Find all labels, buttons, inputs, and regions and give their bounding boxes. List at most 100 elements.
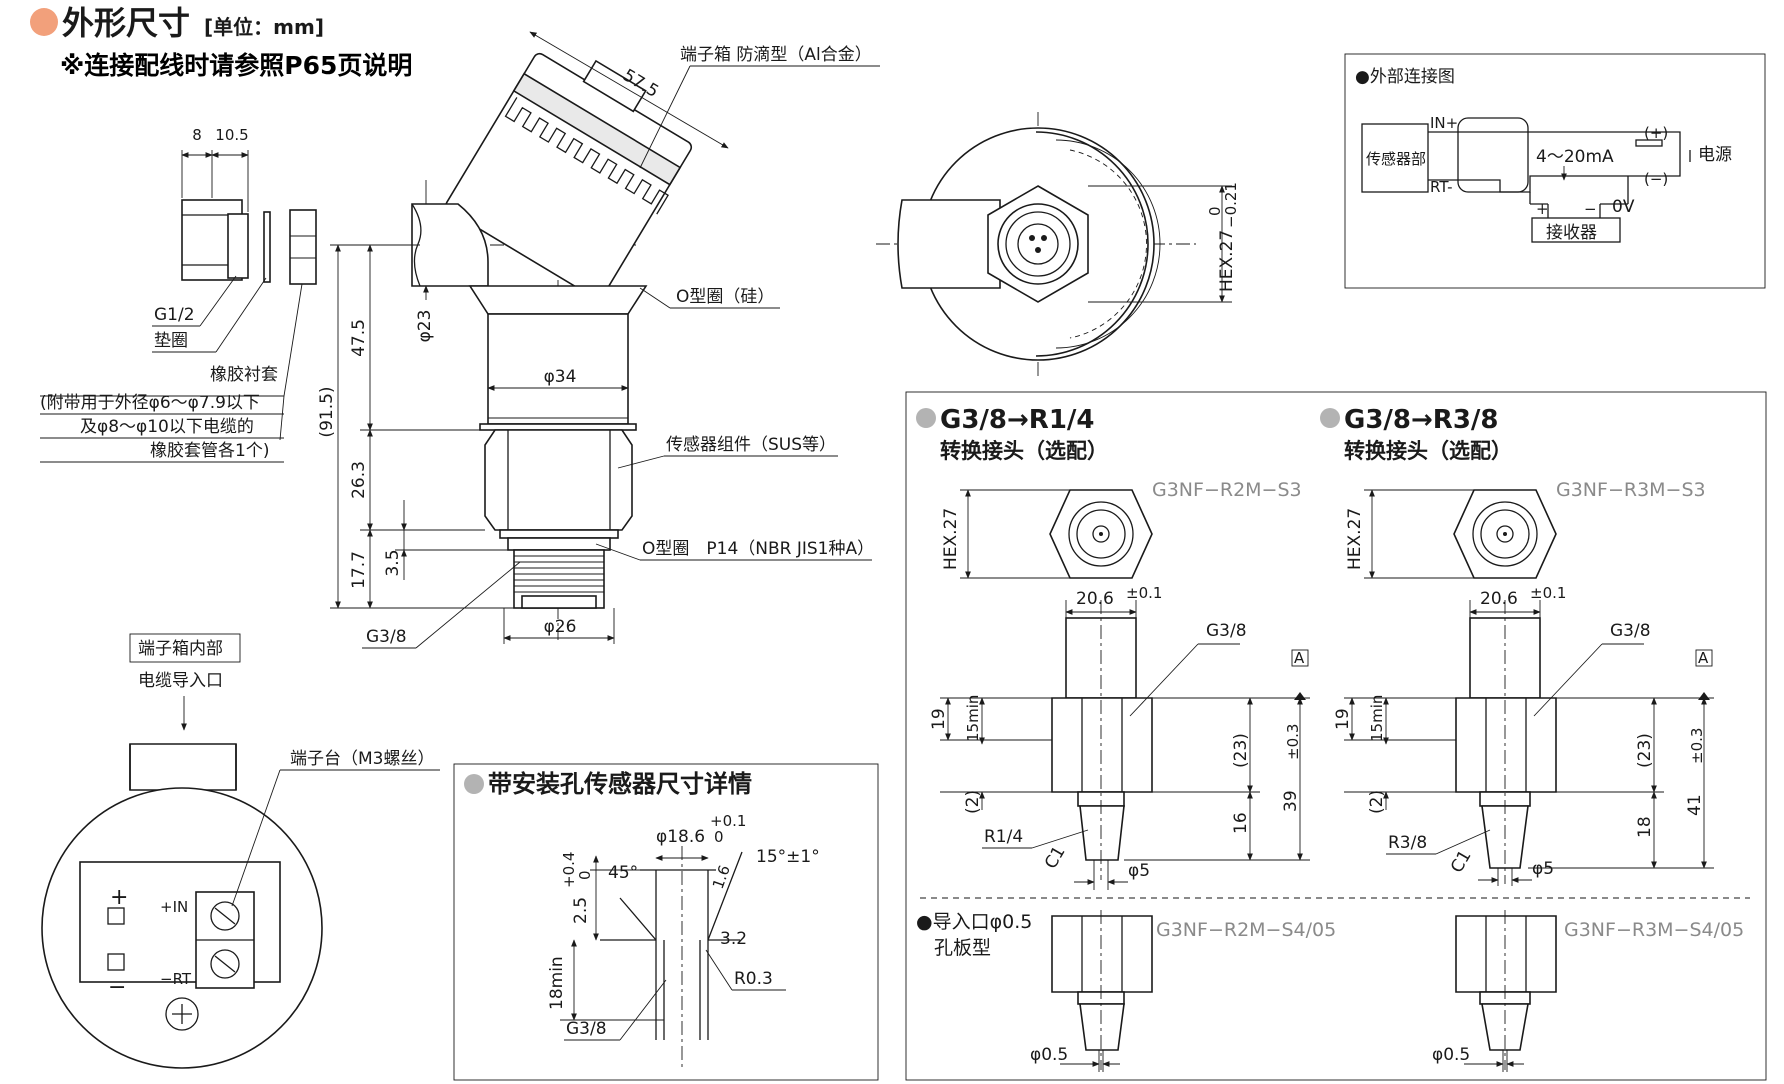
adapter-right-41: 41 [1685, 794, 1705, 816]
dim-10-5: 10.5 [215, 126, 248, 144]
mount-hole-detail: 带安装孔传感器尺寸详情 φ18.6 +0.1 0 45° 15°±1° 1.6 … [453, 763, 879, 1081]
adapter-right-title: G3/8→R3/8 [1344, 405, 1499, 435]
ext-in-plus: IN+ [1430, 114, 1458, 132]
adapter-left-16: 16 [1231, 812, 1251, 834]
adapter-right-subtitle: 转换接头（选配） [1344, 439, 1512, 463]
terminal-box-inside: 端子箱内部 电缆导入口 + − +IN −RT 端子台（M3螺丝） [41, 633, 440, 1069]
label-gasket: 垫圈 [154, 331, 188, 351]
label-sensor-assembly: 传感器组件（SUS等） [666, 435, 836, 455]
adapter-left-a: A [1294, 649, 1305, 667]
label-terminal-box: 端子箱 防滴型（Al合金） [680, 45, 872, 65]
adapters-panel: G3/8→R1/4 转换接头（选配） G3NF−R2M−S3 HEX.27 [905, 391, 1767, 1081]
adapter-right: G3/8→R3/8 转换接头（选配） G3NF−R3M−S3 HEX.27 20… [1320, 405, 1714, 886]
adapter-left-g: G3/8 [1206, 621, 1247, 641]
adapter-right-g: G3/8 [1610, 621, 1651, 641]
mh-2-5: 2.5 [571, 897, 591, 924]
adapter-left-subtitle: 转换接头（选配） [940, 439, 1108, 463]
dim-phi34: φ34 [544, 367, 577, 387]
orifice-phi-right: φ0.5 [1432, 1045, 1470, 1065]
ext-receiver: 接收器 [1546, 223, 1597, 243]
adapter-left-width: 20.6 [1076, 589, 1114, 609]
label-rubber-note-3: 橡胶套管各1个) [150, 441, 269, 461]
adapter-left-15min: 15min [964, 695, 982, 742]
terminal-block-label: 端子台（M3螺丝） [290, 749, 434, 769]
orifice-model-left: G3NF−R2M−S4/05 [1156, 919, 1336, 941]
adapter-left-2: (2) [963, 790, 983, 814]
mh-1-6: 1.6 [709, 863, 734, 892]
header: 外形尺寸 [单位：mm] ※连接配线时请参照P65页说明 [30, 4, 412, 80]
adapter-right-width: 20.6 [1480, 589, 1518, 609]
adapter-left-title: G3/8→R1/4 [940, 405, 1095, 435]
top-hex-label: HEX.27 [1217, 230, 1237, 292]
page-title: 外形尺寸 [62, 4, 190, 42]
label-oring-p14: O型圈 P14（NBR JIS1种A） [642, 539, 874, 559]
wiring-note: ※连接配线时请参照P65页说明 [60, 51, 412, 80]
adapter-right-model: G3NF−R3M−S3 [1556, 479, 1706, 501]
adapter-right-thread: R3/8 [1388, 833, 1427, 853]
top-hex-tol-top: 0 [1206, 206, 1224, 216]
orifice-type: ●导入口φ0.5 孔板型 G3NF−R2M−S4/05 G3NF−R3M−S4/… [916, 910, 1744, 1072]
adapter-right-15min: 15min [1368, 695, 1386, 742]
adapter-left-19: 19 [929, 708, 949, 730]
dim-17-7: 17.7 [349, 551, 369, 589]
adapter-right-chamfer: C1 [1447, 847, 1476, 877]
term-plus: + [110, 885, 128, 910]
adapter-right-23: (23) [1635, 733, 1655, 768]
top-hex-tol-bottom: −0.21 [1222, 182, 1240, 228]
dim-phi23: φ23 [415, 310, 435, 343]
adapter-right-a: A [1698, 649, 1709, 667]
ext-plus: (+) [1644, 124, 1668, 142]
mh-g3-8: G3/8 [566, 1019, 607, 1039]
mh-2-5-tol-zero: 0 [576, 870, 594, 880]
ext-power: 电源 [1698, 145, 1732, 165]
mh-r0-3: R0.3 [734, 969, 773, 989]
title-bullet [30, 8, 58, 36]
adapter-left-39: 39 [1281, 790, 1301, 812]
adapter-right-41-tol: ±0.3 [1688, 728, 1706, 764]
label-g1-2: G1/2 [154, 305, 195, 325]
external-connection-diagram: ●外部连接图 传感器部 IN+ RT- 4～20mA (+) (−) 电源 + … [1344, 53, 1766, 289]
adapter-right-18: 18 [1635, 816, 1655, 838]
orifice-label-1: ●导入口φ0.5 [916, 911, 1032, 933]
adapter-right-19: 19 [1333, 708, 1353, 730]
mh-tol-zero: 0 [714, 828, 724, 846]
mount-hole-title: 带安装孔传感器尺寸详情 [488, 770, 752, 798]
dim-3-5: 3.5 [383, 549, 403, 576]
dim-47-5: 47.5 [349, 319, 369, 357]
ext-current: 4～20mA [1536, 147, 1614, 167]
adapter-left-chamfer: C1 [1041, 843, 1070, 873]
term-rt: −RT [160, 970, 192, 988]
dim-8: 8 [192, 126, 202, 144]
ext-0v: 0V [1612, 197, 1635, 217]
dim-26-3: 26.3 [349, 461, 369, 499]
adapter-left-model: G3NF−R2M−S3 [1152, 479, 1302, 501]
adapter-right-phi5: φ5 [1532, 859, 1554, 879]
orifice-label-2: 孔板型 [934, 937, 991, 959]
label-rubber-note-1: (附带用于外径φ6～φ7.9以下 [40, 393, 260, 413]
adapter-left-39-tol: ±0.3 [1284, 724, 1302, 760]
label-g3-8: G3/8 [366, 627, 407, 647]
ext-minus: (−) [1644, 170, 1668, 188]
ext-rt-minus: RT- [1430, 178, 1453, 196]
mh-phi: φ18.6 [656, 827, 705, 847]
mh-2-5-tol-plus: +0.4 [560, 852, 578, 888]
term-in: +IN [160, 898, 188, 916]
term-minus: − [108, 975, 126, 1000]
mh-tol-plus: +0.1 [710, 812, 746, 830]
dim-91-5: (91.5) [317, 386, 337, 437]
adapter-left-23: (23) [1231, 733, 1251, 768]
ext-sensor: 传感器部 [1366, 150, 1426, 168]
orifice-phi-left: φ0.5 [1030, 1045, 1068, 1065]
adapter-left-hex: HEX.27 [941, 508, 961, 570]
orifice-model-right: G3NF−R3M−S4/05 [1564, 919, 1744, 941]
adapter-right-2: (2) [1367, 790, 1387, 814]
ext-rp: + [1536, 200, 1549, 218]
mh-3-2: 3.2 [720, 929, 747, 949]
mh-18min: 18min [547, 956, 567, 1010]
dim-phi26: φ26 [544, 617, 577, 637]
main-side-view: 47.5 26.3 17.7 3.5 (91.5) φ23 φ34 φ26 57… [40, 31, 880, 649]
mh-angle45: 45° [608, 863, 638, 883]
ext-rm: − [1584, 200, 1597, 218]
mh-angle15: 15°±1° [756, 847, 820, 867]
adapter-left: G3/8→R1/4 转换接头（选配） G3NF−R2M−S3 HEX.27 [916, 405, 1310, 890]
